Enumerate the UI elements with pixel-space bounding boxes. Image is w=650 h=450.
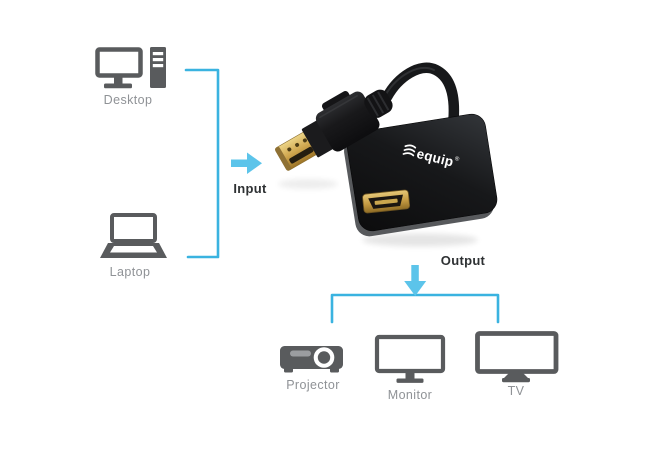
adapter-cable <box>381 62 460 139</box>
output-bracket-line <box>330 293 500 324</box>
desktop-label: Desktop <box>103 93 153 107</box>
displayport-shell <box>301 118 337 158</box>
displayport-overmold <box>315 91 380 152</box>
adapter-shadow <box>362 233 478 247</box>
output-arrow-shaft <box>411 265 419 282</box>
monitor-label: Monitor <box>387 388 433 402</box>
desktop-computer-icon <box>95 47 166 89</box>
tv-label: TV <box>507 384 525 398</box>
displayport-connector <box>275 89 393 171</box>
equip-logo-mark-icon <box>402 144 417 157</box>
output-label: Output <box>440 253 486 268</box>
output-arrow-icon <box>404 265 427 296</box>
projector-icon <box>280 346 343 373</box>
hdmi-port <box>362 189 411 214</box>
output-arrow-head <box>404 281 427 296</box>
displayport-to-hdmi-adapter-photo: equip ® <box>275 62 498 247</box>
input-arrow-head <box>247 152 262 174</box>
input-arrow-shaft <box>231 159 248 167</box>
laptop-label: Laptop <box>109 265 151 279</box>
adapter-body: equip ® <box>346 113 498 232</box>
input-bracket-line <box>184 68 220 259</box>
plug-shadow <box>278 179 338 189</box>
tv-icon <box>475 331 559 383</box>
projector-label: Projector <box>286 378 340 392</box>
laptop-icon <box>100 213 167 258</box>
cable-strain-relief <box>364 89 393 118</box>
registered-mark: ® <box>454 155 461 163</box>
monitor-icon <box>374 334 446 383</box>
adapter-cable-highlight <box>385 67 435 95</box>
input-arrow-icon <box>231 152 262 174</box>
input-label: Input <box>233 181 267 196</box>
